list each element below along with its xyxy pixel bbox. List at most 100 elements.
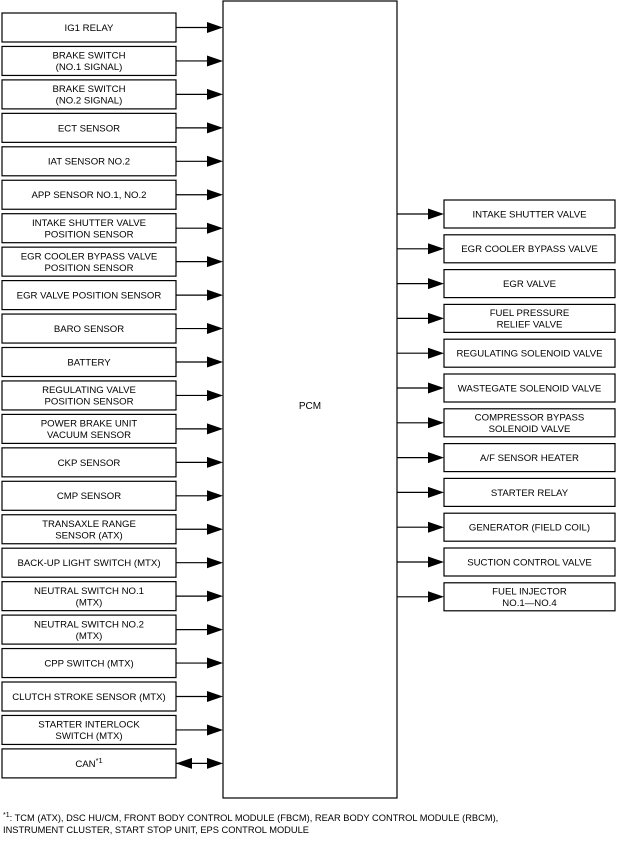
input-label: IAT SENSOR NO.2 xyxy=(48,157,130,168)
input-label: REGULATING VALVE xyxy=(42,385,136,396)
output-label: STARTER RELAY xyxy=(491,488,569,499)
arrow-head xyxy=(207,155,223,167)
output-box xyxy=(443,512,616,542)
arrow-head xyxy=(207,356,223,368)
footnote-text-1: : TCM (ATX), DSC HU/CM, FRONT BODY CONTR… xyxy=(9,813,499,824)
arrow-head xyxy=(428,452,444,464)
output-label: FUEL PRESSURE xyxy=(490,308,570,319)
input-box xyxy=(1,12,177,43)
output-intake-shutter-valve: INTAKE SHUTTER VALVE xyxy=(397,199,616,229)
input-label: POWER BRAKE UNIT xyxy=(41,419,138,430)
arrow-head xyxy=(207,724,223,736)
input-battery: BATTERY xyxy=(1,346,223,378)
input-label: CLUTCH STROKE SENSOR (MTX) xyxy=(12,692,166,703)
input-baro-sensor: BARO SENSOR xyxy=(1,313,223,344)
input-neutral-switch-no-2-mtx: NEUTRAL SWITCH NO.2(MTX) xyxy=(1,614,223,645)
input-box xyxy=(1,581,177,612)
input-box xyxy=(1,112,177,143)
input-label: BACK-UP LIGHT SWITCH (MTX) xyxy=(17,558,160,569)
input-label: (NO.1 SIGNAL) xyxy=(56,62,123,73)
output-label: COMPRESSOR BYPASS xyxy=(475,412,585,423)
input-label: (MTX) xyxy=(76,597,103,608)
output-label: SOLENOID VALVE xyxy=(489,424,571,435)
arrow-head xyxy=(207,423,223,435)
arrow-head xyxy=(207,757,223,769)
output-label: REGULATING SOLENOID VALVE xyxy=(456,349,602,360)
input-label: IG1 RELAY xyxy=(65,23,114,34)
output-egr-cooler-bypass-valve: EGR COOLER BYPASS VALVE xyxy=(397,234,616,264)
input-box xyxy=(1,313,177,344)
output-label: EGR VALVE xyxy=(503,279,556,290)
input-label: EGR COOLER BYPASS VALVE xyxy=(21,251,158,262)
input-box xyxy=(1,647,177,679)
arrow-head xyxy=(428,521,444,533)
input-label: POSITION SENSOR xyxy=(44,397,133,408)
output-starter-relay: STARTER RELAY xyxy=(397,477,616,507)
input-label: (NO.2 SIGNAL) xyxy=(56,96,123,107)
input-app-sensor-no-1-no-2: APP SENSOR NO.1, NO.2 xyxy=(1,179,223,210)
arrow-head xyxy=(428,278,444,290)
input-box xyxy=(1,79,177,110)
output-label: RELIEF VALVE xyxy=(497,320,563,331)
input-ect-sensor: ECT SENSOR xyxy=(1,112,223,143)
arrow-head xyxy=(207,122,223,134)
input-label: NEUTRAL SWITCH NO.1 xyxy=(34,586,144,597)
arrow-head xyxy=(207,389,223,401)
input-label: BATTERY xyxy=(67,357,111,368)
input-iat-sensor-no-2: IAT SENSOR NO.2 xyxy=(1,146,223,177)
input-cpp-switch-mtx: CPP SWITCH (MTX) xyxy=(1,647,223,679)
input-label: POSITION SENSOR xyxy=(44,229,133,240)
input-brake-switch-no-1-signal: BRAKE SWITCH(NO.1 SIGNAL) xyxy=(1,45,223,77)
input-label: BRAKE SWITCH xyxy=(52,84,125,95)
output-label: INTAKE SHUTTER VALVE xyxy=(472,209,586,220)
input-neutral-switch-no-1-mtx: NEUTRAL SWITCH NO.1(MTX) xyxy=(1,581,223,612)
input-box xyxy=(1,280,177,311)
input-ig1-relay: IG1 RELAY xyxy=(1,12,223,43)
output-box xyxy=(443,338,616,368)
arrow-head xyxy=(207,55,223,67)
arrow-head xyxy=(207,657,223,669)
arrow-head xyxy=(207,624,223,636)
pcm-label: PCM xyxy=(299,401,321,412)
input-box xyxy=(1,413,177,444)
input-box xyxy=(1,614,177,645)
output-label: FUEL INJECTOR xyxy=(492,586,567,597)
input-cmp-sensor: CMP SENSOR xyxy=(1,480,223,511)
arrow-head xyxy=(428,208,444,220)
output-label: A/F SENSOR HEATER xyxy=(480,453,579,464)
output-a-f-sensor-heater: A/F SENSOR HEATER xyxy=(397,443,616,473)
input-box xyxy=(1,380,177,411)
input-label: SWITCH (MTX) xyxy=(55,731,122,742)
output-box xyxy=(443,234,616,264)
input-brake-switch-no-2-signal: BRAKE SWITCH(NO.2 SIGNAL) xyxy=(1,79,223,110)
input-label: BRAKE SWITCH xyxy=(52,51,125,62)
arrow-head xyxy=(428,486,444,498)
input-box xyxy=(1,213,177,244)
arrow-head xyxy=(207,222,223,234)
input-back-up-light-switch-mtx: BACK-UP LIGHT SWITCH (MTX) xyxy=(1,547,223,578)
input-label: BARO SENSOR xyxy=(54,324,124,335)
output-label: GENERATOR (FIELD COIL) xyxy=(469,523,590,534)
output-box xyxy=(443,199,616,229)
input-label: EGR VALVE POSITION SENSOR xyxy=(17,291,162,302)
input-box xyxy=(1,714,177,746)
input-label: TRANSAXLE RANGE xyxy=(42,519,136,530)
input-box xyxy=(1,748,177,779)
output-label: SUCTION CONTROL VALVE xyxy=(467,557,592,568)
input-box xyxy=(1,480,177,511)
input-box xyxy=(1,447,177,478)
input-box xyxy=(1,45,177,77)
input-can: CAN*1 xyxy=(1,748,223,779)
output-box xyxy=(443,477,616,507)
input-label: VACUUM SENSOR xyxy=(47,430,131,441)
output-label: NO.1—NO.4 xyxy=(502,598,557,609)
input-label: ECT SENSOR xyxy=(58,123,120,134)
